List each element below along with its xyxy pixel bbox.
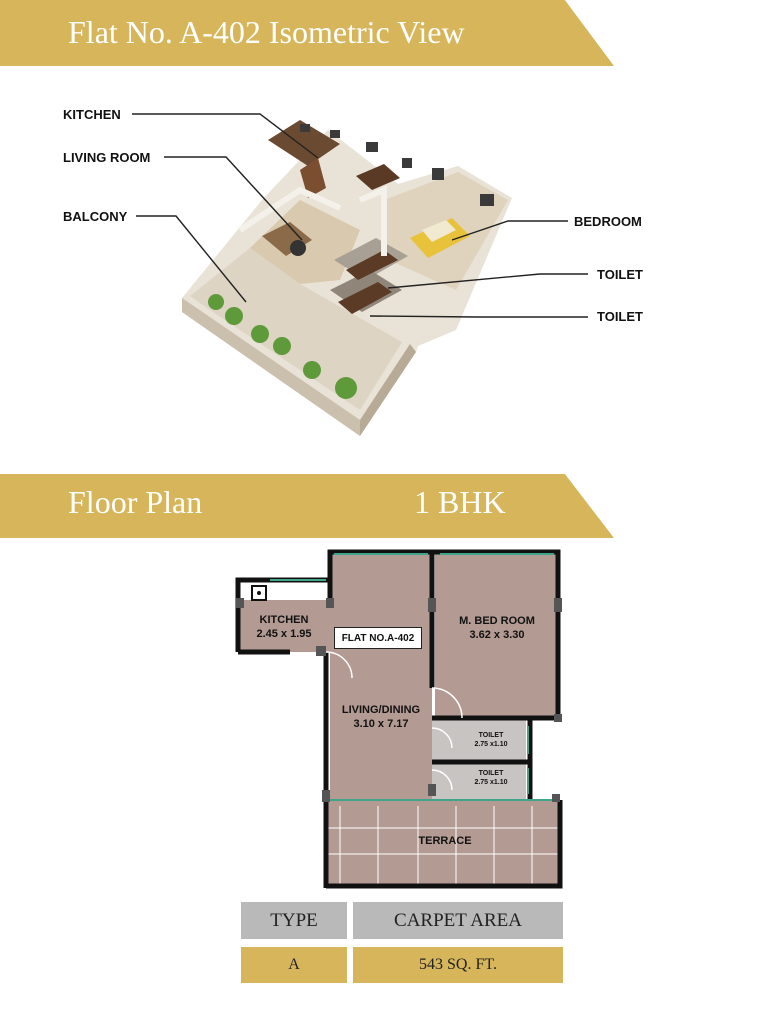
- plan-pillars: [236, 598, 562, 802]
- inner-wall-2: [358, 185, 387, 256]
- kitchen-sink-icon: [251, 585, 267, 601]
- balcony-floor: [190, 248, 402, 410]
- terrace-fill: [326, 800, 558, 886]
- flat-number-badge: FLAT NO.A-402: [334, 627, 422, 649]
- terrace-label: TERRACE: [418, 835, 472, 847]
- inner-wall-1: [238, 186, 342, 233]
- bed-linen: [422, 220, 456, 242]
- table-cell-type: A: [241, 947, 347, 983]
- sink-drain-icon: [257, 591, 261, 595]
- table-cell-carpet-area: 543 SQ. FT.: [353, 947, 563, 983]
- living-fill: [330, 554, 432, 800]
- living-label: LIVING/DINING 3.10 x 7.17: [332, 704, 430, 732]
- floor-plan-banner: Floor Plan 1 BHK: [0, 474, 614, 538]
- leader-lines: [132, 113, 588, 318]
- bedroom-fill: [435, 554, 558, 718]
- toilet-1-name: TOILET: [478, 732, 504, 739]
- kitchen-name: KITCHEN: [259, 614, 309, 626]
- isometric-illustration: [132, 113, 588, 436]
- toilet-2-fill: [432, 764, 526, 800]
- header-banner: Flat No. A-402 Isometric View: [0, 0, 614, 66]
- page-title: Flat No. A-402 Isometric View: [68, 14, 465, 50]
- dining-table-icon: [356, 164, 400, 190]
- table-header-carpet-area: CARPET AREA: [353, 902, 563, 939]
- kitchen-label: KITCHEN 2.45 x 1.95: [240, 614, 328, 642]
- kitchen-counter: [268, 120, 340, 166]
- door-swings: [325, 651, 463, 791]
- living-size: 3.10 x 7.17: [353, 717, 409, 730]
- toilet-1-label: TOILET 2.75 x1.10: [456, 732, 526, 750]
- living-name: LIVING/DINING: [341, 704, 421, 716]
- toilet-wall-2: [338, 282, 392, 314]
- toilet-2-size: 2.75 x1.10: [474, 778, 508, 786]
- kitchen-door: [300, 158, 326, 198]
- kitchen-fill: [238, 600, 330, 652]
- flat-type-label: 1 BHK: [414, 484, 506, 520]
- label-balcony: BALCONY: [63, 209, 128, 224]
- plant-icons: [208, 294, 357, 399]
- toilet-2-name: TOILET: [478, 770, 504, 777]
- floor-plan-title: Floor Plan: [68, 484, 203, 520]
- isometric-view: KITCHEN LIVING ROOM BALCONY BEDROOM TOIL…: [0, 80, 782, 450]
- coffee-table-icon: [290, 240, 306, 256]
- toilet-1-size: 2.75 x1.10: [474, 740, 508, 748]
- toilet-1-fill: [432, 720, 526, 760]
- floor-plan-drawing: [235, 549, 563, 889]
- label-bedroom: BEDROOM: [574, 214, 642, 229]
- window-row: [300, 124, 494, 206]
- outer-wall-front: [182, 298, 360, 436]
- plan-windows: [270, 553, 556, 801]
- bedroom-name: M. BED ROOM: [459, 615, 535, 627]
- toilet-2-label: TOILET 2.75 x1.10: [456, 770, 526, 788]
- label-kitchen: KITCHEN: [63, 107, 121, 122]
- kitchen-size: 2.45 x 1.95: [256, 627, 312, 640]
- label-toilet-1: TOILET: [597, 267, 643, 282]
- terrace-tiles: [326, 806, 558, 886]
- outer-wall-right: [360, 344, 416, 436]
- label-living-room: LIVING ROOM: [63, 150, 151, 165]
- bedroom-size: 3.62 x 3.30: [469, 628, 525, 641]
- floor-plan: KITCHEN 2.45 x 1.95 FLAT NO.A-402 M. BED…: [230, 548, 570, 893]
- toilet-wall-1: [346, 250, 398, 280]
- bedroom-label: M. BED ROOM 3.62 x 3.30: [437, 615, 557, 643]
- table-header-type: TYPE: [241, 902, 347, 939]
- plan-walls: [235, 549, 563, 889]
- label-toilet-2: TOILET: [597, 309, 643, 324]
